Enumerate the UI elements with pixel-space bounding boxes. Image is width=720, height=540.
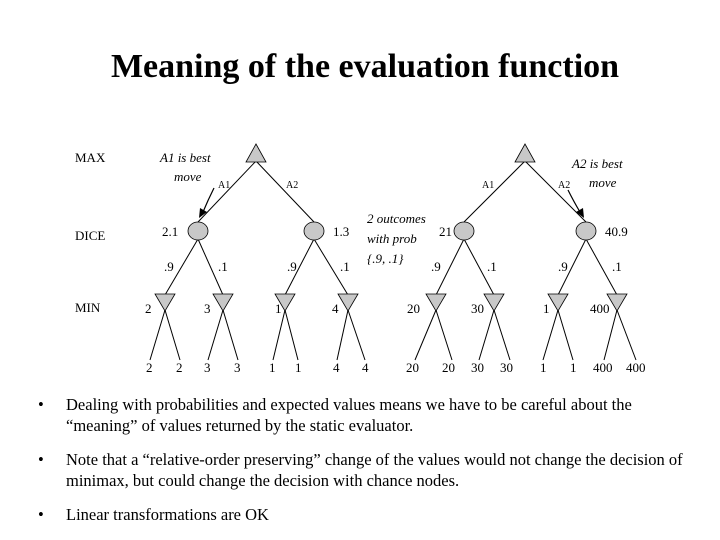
- row-label-dice: DICE: [75, 228, 105, 243]
- min-value: 400: [590, 301, 610, 316]
- min-node: [425, 293, 447, 312]
- leaf-value: 4: [362, 360, 369, 375]
- bullet-list: • Dealing with probabilities and expecte…: [38, 394, 698, 538]
- probability-label: .9: [287, 259, 297, 274]
- row-label-min: MIN: [75, 300, 101, 315]
- annotation-a2-best-line2: move: [589, 175, 617, 190]
- probability-label: .1: [340, 259, 350, 274]
- leaf-value: 30: [500, 360, 513, 375]
- game-tree-diagram: MAX DICE MIN: [75, 143, 646, 375]
- leaf-value: 3: [204, 360, 211, 375]
- max-node: [245, 143, 267, 163]
- leaf-value: 20: [442, 360, 455, 375]
- dice-node: [187, 221, 209, 241]
- row-label-max: MAX: [75, 150, 106, 165]
- annotation-a1-best-line1: A1 is best: [159, 150, 211, 165]
- bullet-text: Note that a “relative-order preserving” …: [66, 450, 683, 490]
- dice-value: 1.3: [333, 224, 349, 239]
- leaf-value: 4: [333, 360, 340, 375]
- min-value: 1: [543, 301, 550, 316]
- annotation-outcomes-line1: 2 outcomes: [367, 211, 426, 226]
- min-node: [483, 293, 505, 312]
- dice-node: [575, 221, 597, 241]
- dice-value: 40.9: [605, 224, 628, 239]
- leaf-value: 30: [471, 360, 484, 375]
- leaf-value: 400: [626, 360, 646, 375]
- leaf-value: 1: [295, 360, 302, 375]
- min-node: [337, 293, 359, 312]
- branch-label-a2: A2: [286, 180, 298, 191]
- bullet-item: • Note that a “relative-order preserving…: [38, 449, 698, 491]
- probability-label: .1: [218, 259, 228, 274]
- probability-label: .9: [431, 259, 441, 274]
- branch-label-a2: A2: [558, 180, 570, 191]
- max-node: [514, 143, 536, 163]
- min-node: [547, 293, 569, 312]
- min-value: 4: [332, 301, 339, 316]
- probability-label: .1: [612, 259, 622, 274]
- leaf-value: 2: [146, 360, 153, 375]
- bullet-text: Dealing with probabilities and expected …: [66, 395, 632, 435]
- bullet-item: • Linear transformations are OK: [38, 504, 698, 525]
- bullet-dot: •: [38, 395, 44, 414]
- leaf-value: 20: [406, 360, 419, 375]
- leaf-value: 1: [269, 360, 276, 375]
- bullet-item: • Dealing with probabilities and expecte…: [38, 394, 698, 436]
- annotation-a2-best-line1: A2 is best: [571, 156, 623, 171]
- min-value: 1: [275, 301, 282, 316]
- min-value: 20: [407, 301, 420, 316]
- leaf-value: 2: [176, 360, 183, 375]
- annotation-a1-best-line2: move: [174, 169, 202, 184]
- probability-label: .9: [558, 259, 568, 274]
- annotation-outcomes-line3: {.9, .1}: [367, 251, 404, 266]
- min-node: [212, 293, 234, 312]
- bullet-text: Linear transformations are OK: [66, 505, 269, 524]
- leaf-value: 400: [593, 360, 613, 375]
- dice-value: 21: [439, 224, 452, 239]
- bullet-dot: •: [38, 505, 44, 524]
- dice-node: [453, 221, 475, 241]
- min-node: [154, 293, 176, 312]
- min-node: [274, 293, 296, 312]
- page-title: Meaning of the evaluation function: [110, 48, 620, 85]
- leaf-value: 1: [540, 360, 547, 375]
- min-node: [606, 293, 628, 312]
- bullet-dot: •: [38, 450, 44, 469]
- leaf-value: 3: [234, 360, 241, 375]
- leaf-value: 1: [570, 360, 577, 375]
- probability-label: .1: [487, 259, 497, 274]
- dice-value: 2.1: [162, 224, 178, 239]
- annotation-outcomes-line2: with prob: [367, 231, 417, 246]
- min-value: 2: [145, 301, 152, 316]
- best-move-arrowhead-left: [199, 208, 207, 218]
- min-value: 30: [471, 301, 484, 316]
- branch-label-a1: A1: [482, 180, 494, 191]
- min-value: 3: [204, 301, 211, 316]
- dice-node: [303, 221, 325, 241]
- probability-label: .9: [164, 259, 174, 274]
- best-move-arrowhead-right: [576, 208, 584, 218]
- branch-label-a1: A1: [218, 180, 230, 191]
